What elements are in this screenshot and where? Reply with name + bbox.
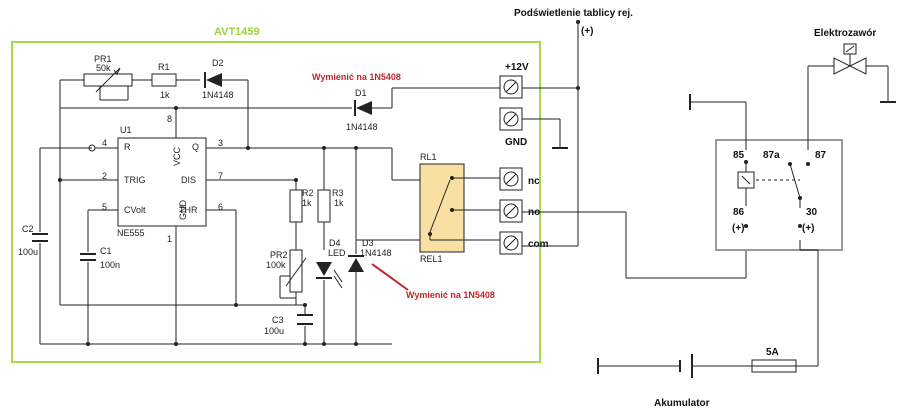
svg-text:1: 1 (167, 234, 172, 244)
fuse-5a: 5A (751, 347, 797, 373)
svg-text:87: 87 (815, 150, 827, 161)
svg-text:D4: D4 (329, 238, 341, 248)
svg-text:30: 30 (806, 207, 818, 218)
svg-text:THR: THR (179, 205, 198, 215)
svg-text:R1: R1 (158, 62, 170, 72)
svg-text:100n: 100n (100, 260, 120, 270)
terminal-com: com (499, 231, 549, 255)
resistor-r2: R2 1k (289, 188, 314, 223)
svg-text:1k: 1k (160, 90, 170, 100)
svg-text:C1: C1 (100, 246, 112, 256)
battery-label: Akumulator (654, 398, 710, 409)
top-rail-wires (59, 79, 249, 305)
diode-d2: D2 1N4148 (202, 58, 234, 100)
svg-text:R: R (124, 142, 131, 152)
svg-text:4: 4 (102, 138, 107, 148)
svg-text:87a: 87a (763, 150, 780, 161)
svg-text:TRIG: TRIG (124, 175, 146, 185)
svg-text:1N4148: 1N4148 (202, 90, 234, 100)
note-d3-arrow (371, 263, 409, 291)
terminal-nc: nc (499, 167, 540, 191)
svg-text:3: 3 (218, 138, 223, 148)
svg-text:(+): (+) (732, 223, 745, 234)
ic-ne555: U1 R VCC Q TRIG DIS CVolt GND THR NE555 … (102, 114, 223, 244)
svg-text:DIS: DIS (181, 175, 196, 185)
svg-text:com: com (528, 239, 549, 250)
svg-text:8: 8 (167, 114, 172, 124)
svg-text:Elektrozawór: Elektrozawór (814, 28, 876, 39)
svg-text:GND: GND (505, 137, 527, 148)
potentiometer-pr2: PR2 100k (266, 249, 307, 293)
relay-external-wires (597, 65, 896, 378)
svg-text:5A: 5A (766, 347, 779, 358)
svg-text:1k: 1k (334, 198, 344, 208)
svg-text:(+): (+) (802, 223, 815, 234)
automotive-relay: 85 87a 87 86 30 (+) (+) (715, 139, 843, 251)
ic-pin-leads (60, 106, 296, 344)
svg-text:RL1: RL1 (420, 152, 437, 162)
capacitor-c3: C3 100u (264, 314, 313, 336)
svg-text:NE555: NE555 (117, 228, 145, 238)
terminal-gnd: GND (499, 107, 568, 149)
solenoid-valve: Elektrozawór (814, 28, 876, 75)
svg-text:6: 6 (218, 202, 223, 212)
svg-text:1N4148: 1N4148 (346, 122, 378, 132)
svg-text:C3: C3 (272, 315, 284, 325)
svg-text:REL1: REL1 (420, 254, 443, 264)
svg-text:GND: GND (178, 200, 188, 221)
svg-text:Q: Q (192, 142, 199, 152)
svg-text:2: 2 (102, 171, 107, 181)
svg-text:R3: R3 (332, 188, 344, 198)
svg-text:VCC: VCC (172, 146, 182, 166)
svg-text:86: 86 (733, 207, 745, 218)
capacitor-c1: C1 100n (80, 210, 120, 344)
led-d4: D4 LED (316, 238, 346, 289)
svg-text:50k: 50k (96, 63, 111, 73)
terminal-no: no (499, 199, 540, 223)
capacitor-c2: C2 100u (18, 147, 92, 344)
plate-light-label: Podświetlenie tablicy rej. (514, 8, 633, 19)
timing-network-wires (40, 146, 392, 346)
svg-text:D3: D3 (362, 238, 374, 248)
potentiometer-pr1: PR1 50k (83, 54, 133, 101)
svg-text:D2: D2 (212, 58, 224, 68)
svg-text:100k: 100k (266, 260, 286, 270)
svg-text:D1: D1 (355, 88, 367, 98)
resistor-r1: R1 1k (151, 62, 177, 100)
svg-text:5: 5 (102, 202, 107, 212)
terminal-12v: +12V (499, 62, 529, 99)
svg-text:PR2: PR2 (270, 250, 288, 260)
svg-text:R2: R2 (302, 188, 314, 198)
diode-d3: D3 1N4148 (348, 238, 392, 272)
svg-text:nc: nc (528, 176, 540, 187)
svg-text:C2: C2 (22, 224, 34, 234)
svg-text:85: 85 (733, 150, 745, 161)
board-title: AVT1459 (214, 26, 260, 38)
note-d3: Wymienić na 1N5408 (406, 290, 495, 300)
svg-text:100u: 100u (264, 326, 284, 336)
svg-text:+12V: +12V (505, 62, 529, 73)
svg-text:1k: 1k (302, 198, 312, 208)
svg-text:LED: LED (328, 248, 346, 258)
external-wires (522, 20, 747, 279)
plate-light-plus: (+) (581, 26, 594, 37)
diode-d1: D1 1N4148 (248, 87, 500, 132)
svg-text:1N4148: 1N4148 (360, 248, 392, 258)
svg-text:100u: 100u (18, 247, 38, 257)
resistor-r3: R3 1k (317, 188, 344, 223)
relay-rl1: RL1 REL1 (391, 148, 500, 264)
svg-text:U1: U1 (120, 125, 132, 135)
svg-text:7: 7 (218, 171, 223, 181)
svg-text:PR1: PR1 (94, 54, 112, 64)
svg-text:CVolt: CVolt (124, 205, 146, 215)
board-outline (11, 41, 541, 363)
note-d1: Wymienić na 1N5408 (312, 72, 401, 82)
